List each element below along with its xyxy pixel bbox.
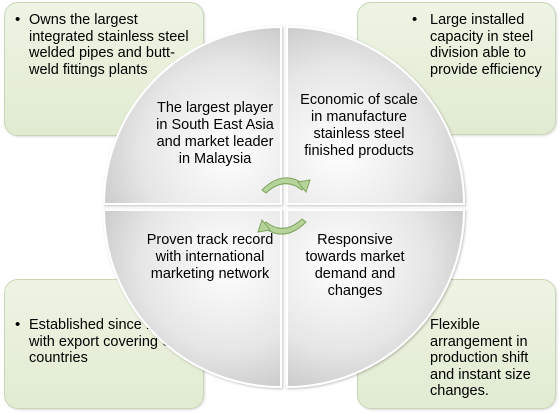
callout-top-left-text: Owns the largest integrated stainless st… [9, 12, 197, 78]
callout-top-right-text: Large installed capacity in steel divisi… [362, 12, 549, 78]
callout-bottom-right-text: Flexible arrangement in production shift… [362, 317, 549, 400]
quadrant-bottom-left [102, 209, 282, 389]
quadrant-top-left-text: The largest player in South East Asia an… [156, 100, 274, 167]
callout-bottom-left-text: Established since 1990 with export cover… [9, 317, 197, 367]
quadrant-bottom-right-text: Responsive towards market demand and cha… [305, 232, 405, 299]
cycle-arrows-icon [257, 177, 311, 235]
quadrant-bottom-left-text: Proven track record with international m… [146, 232, 274, 282]
quadrant-bottom-right [286, 209, 466, 389]
quadrant-top-left [102, 25, 282, 205]
quadrant-top-right [286, 25, 466, 205]
quadrant-top-right-text: Economic of scale in manufacture stainle… [300, 92, 418, 159]
